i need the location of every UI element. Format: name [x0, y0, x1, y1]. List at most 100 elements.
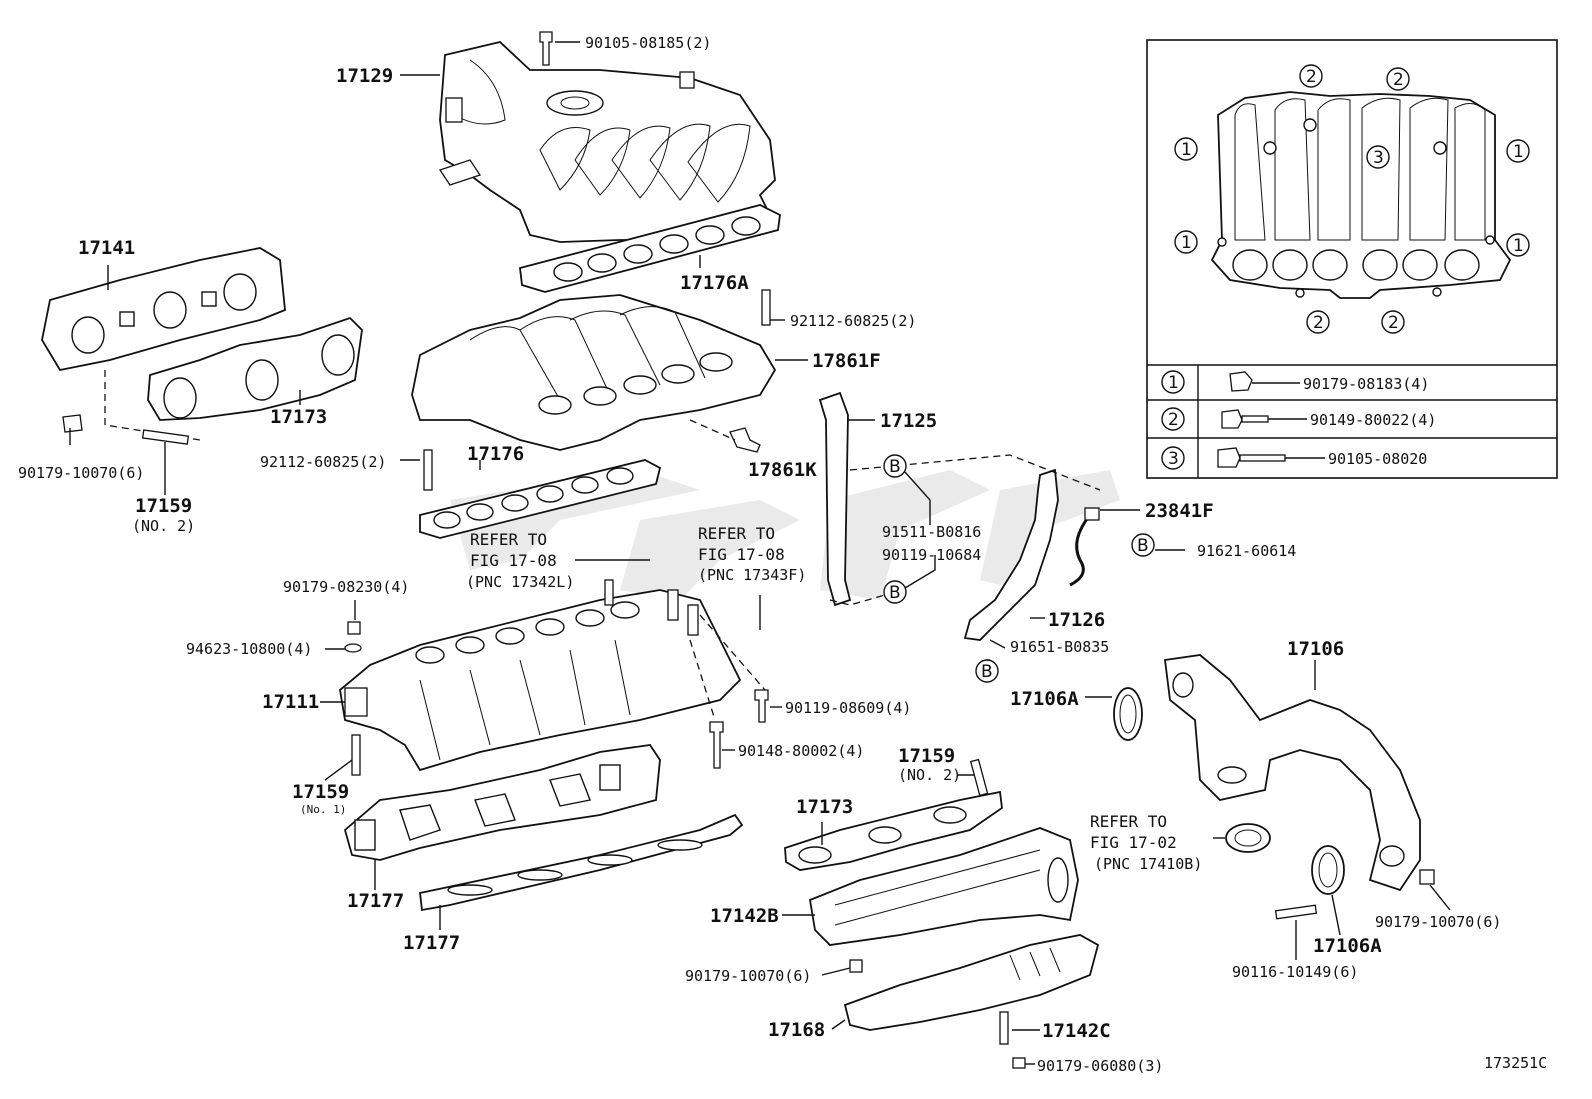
label-17141: 17141	[78, 237, 135, 259]
svg-text:1: 1	[1513, 236, 1524, 256]
label-17159-right: 17159	[898, 745, 955, 767]
svg-text:90179-08183(4): 90179-08183(4)	[1303, 375, 1429, 393]
svg-text:B: B	[1137, 536, 1149, 556]
label-17142C: 17142C	[1042, 1020, 1111, 1042]
label-17159-left: 17159	[135, 495, 192, 517]
exhaust-gasket-17173-right-drawing	[784, 790, 1003, 871]
label-17142B: 17142B	[710, 905, 779, 927]
stud-92112-upper-drawing	[761, 289, 771, 326]
refer-2-line3: (PNC 17343F)	[698, 566, 806, 584]
label-90179-10070-left: 90179-10070(6)	[18, 464, 144, 482]
callout-b-1: B	[883, 454, 907, 478]
refer-3-line2: FIG 17-02	[1090, 833, 1177, 852]
ring-17410B-inner	[1234, 829, 1262, 847]
svg-text:1: 1	[1513, 142, 1524, 162]
inset-marker-2d: 2	[1381, 310, 1405, 334]
bracket-17126-drawing	[963, 468, 1059, 641]
clamp-23841F-drawing	[1084, 507, 1100, 521]
inset-panel: 1 1 1 1 2 2 2 2 3 1 90179-08183(4) 2 901…	[1146, 39, 1558, 479]
refer-3-line3: (PNC 17410B)	[1094, 855, 1202, 873]
callout-b-2: B	[883, 580, 907, 604]
stud-17142C-drawing	[999, 1011, 1009, 1045]
label-17111: 17111	[262, 691, 319, 713]
svg-text:1: 1	[1181, 140, 1192, 160]
callout-b-3: B	[1131, 533, 1155, 557]
label-17168: 17168	[768, 1019, 825, 1041]
exhaust-gasket-17173-left-drawing	[147, 316, 363, 421]
svg-text:1: 1	[1181, 233, 1192, 253]
svg-text:2: 2	[1313, 313, 1324, 333]
label-17173-right: 17173	[796, 796, 853, 818]
svg-text:2: 2	[1168, 410, 1179, 430]
label-91621: 91621-60614	[1197, 542, 1296, 560]
label-92112-lower: 92112-60825(2)	[260, 453, 386, 471]
bracket-17125-drawing	[818, 391, 886, 607]
label-90119-08609: 90119-08609(4)	[785, 699, 911, 717]
label-91511: 91511-B0816	[882, 523, 981, 541]
label-17177-b: 17177	[403, 932, 460, 954]
label-17106A-bot: 17106A	[1313, 935, 1382, 957]
washer-94623-drawing	[344, 643, 362, 653]
label-17159-right-sub: (NO. 2)	[898, 766, 961, 784]
nut-90179-08230-drawing	[347, 621, 361, 635]
stud-17159-no1-drawing	[351, 734, 361, 776]
inset-marker-1a: 1	[1174, 137, 1198, 161]
bolt-90105-08185-drawing	[539, 31, 553, 66]
svg-text:3: 3	[1168, 449, 1179, 469]
bolt-17861K-drawing	[729, 427, 761, 453]
label-23841F: 23841F	[1145, 500, 1214, 522]
gasket-17176-drawing	[419, 459, 662, 539]
label-17159-no1: 17159	[292, 781, 349, 803]
label-17159-left-sub: (NO. 2)	[132, 517, 195, 535]
label-90148: 90148-80002(4)	[738, 742, 864, 760]
exhaust-manifold-17142B-drawing	[808, 827, 1079, 946]
refer-3-line1: REFER TO	[1090, 812, 1167, 831]
stud-17159-right-drawing	[969, 758, 989, 797]
stud-nut-left-drawing	[62, 370, 201, 445]
inset-marker-1c: 1	[1174, 230, 1198, 254]
leader-lower-manifold-bolts	[689, 614, 766, 721]
nut-90179-10070-mid-drawing	[849, 959, 863, 973]
svg-text:B: B	[889, 457, 901, 477]
svg-text:B: B	[889, 583, 901, 603]
stud-92112-lower-drawing	[423, 449, 433, 491]
label-17176: 17176	[467, 443, 524, 465]
inset-marker-1b: 1	[1506, 139, 1530, 163]
label-94623: 94623-10800(4)	[186, 640, 312, 658]
gasket-17177-upper-drawing	[343, 744, 661, 861]
label-90179-10070-right: 90179-10070(6)	[1375, 913, 1501, 931]
svg-text:3: 3	[1373, 148, 1384, 168]
refer-1-line3: (PNC 17342L)	[466, 573, 574, 591]
upper-intake-plenum-drawing	[438, 41, 776, 243]
nut-90179-10070-right-drawing	[1419, 869, 1435, 885]
heat-insulator-17168-drawing	[843, 934, 1100, 1031]
legend-row-1: 1 90179-08183(4)	[1161, 370, 1429, 394]
refer-2-line1: REFER TO	[698, 524, 775, 543]
label-90179-08230: 90179-08230(4)	[283, 578, 409, 596]
callout-b-4: B	[975, 659, 999, 683]
ring-17410B-drawing	[1225, 823, 1271, 853]
nut-90179-06080-drawing	[1012, 1057, 1026, 1069]
stud-90116-drawing	[1274, 904, 1318, 920]
ring-17106A-bot-drawing	[1311, 845, 1345, 895]
inset-marker-3: 3	[1366, 145, 1390, 169]
label-90179-06080: 90179-06080(3)	[1037, 1057, 1163, 1075]
bolt-90148-drawing	[709, 721, 724, 769]
refer-2-line2: FIG 17-08	[698, 545, 785, 564]
bolt-90119-08609-drawing	[754, 689, 769, 723]
label-90179-10070-mid: 90179-10070(6)	[685, 967, 811, 985]
leader-lines	[69, 41, 1451, 1065]
refer-1-line1: REFER TO	[470, 530, 547, 549]
label-17177-a: 17177	[347, 890, 404, 912]
gasket-17176A-drawing	[519, 204, 781, 293]
label-17861F: 17861F	[812, 350, 881, 372]
refer-1-line2: FIG 17-08	[470, 551, 557, 570]
intake-runner-17861F-drawing	[411, 294, 777, 451]
svg-text:90105-08020: 90105-08020	[1328, 450, 1427, 468]
watermark-logo	[450, 470, 1120, 600]
label-17159-no1-sub: (No. 1)	[300, 803, 346, 816]
pipe-23841F-drawing	[1069, 514, 1092, 587]
leader-17861K	[689, 419, 736, 441]
label-17106A-top: 17106A	[1010, 688, 1079, 710]
